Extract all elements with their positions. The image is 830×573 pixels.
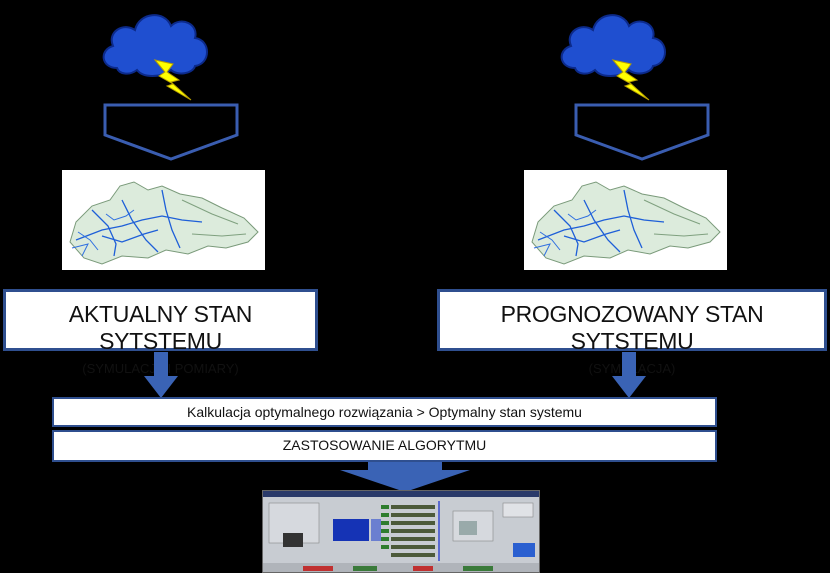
arrow-down-icon-left	[144, 352, 178, 398]
funnel-icon-left	[103, 103, 239, 161]
current-state-title: AKTUALNY STAN SYTSTEMU	[68, 301, 253, 354]
cloud-icon-left	[102, 14, 208, 101]
forecast-state-title: PROGNOZOWANY STAN SYTSTEMU	[500, 301, 764, 354]
forecast-state-box: PROGNOZOWANY STAN SYTSTEMU (SYMULACJA)	[437, 289, 827, 376]
lightning-icon-right	[611, 59, 650, 101]
map-image-right	[524, 170, 727, 270]
cloud-icon-right	[560, 14, 666, 101]
calculation-bar: Kalkulacja optymalnego rozwiązania > Opt…	[52, 397, 717, 427]
scada-screen-image	[262, 490, 540, 573]
current-state-box: AKTUALNY STAN SYTSTEMU (SYMULACJA I POMI…	[3, 289, 318, 376]
algorithm-bar: ZASTOSOWANIE ALGORYTMU	[52, 430, 717, 462]
funnel-icon-right	[574, 103, 710, 161]
map-image-left	[62, 170, 265, 270]
lightning-icon-left	[153, 59, 192, 101]
arrow-down-icon-bottom	[340, 462, 470, 492]
arrow-down-icon-right	[612, 352, 646, 398]
